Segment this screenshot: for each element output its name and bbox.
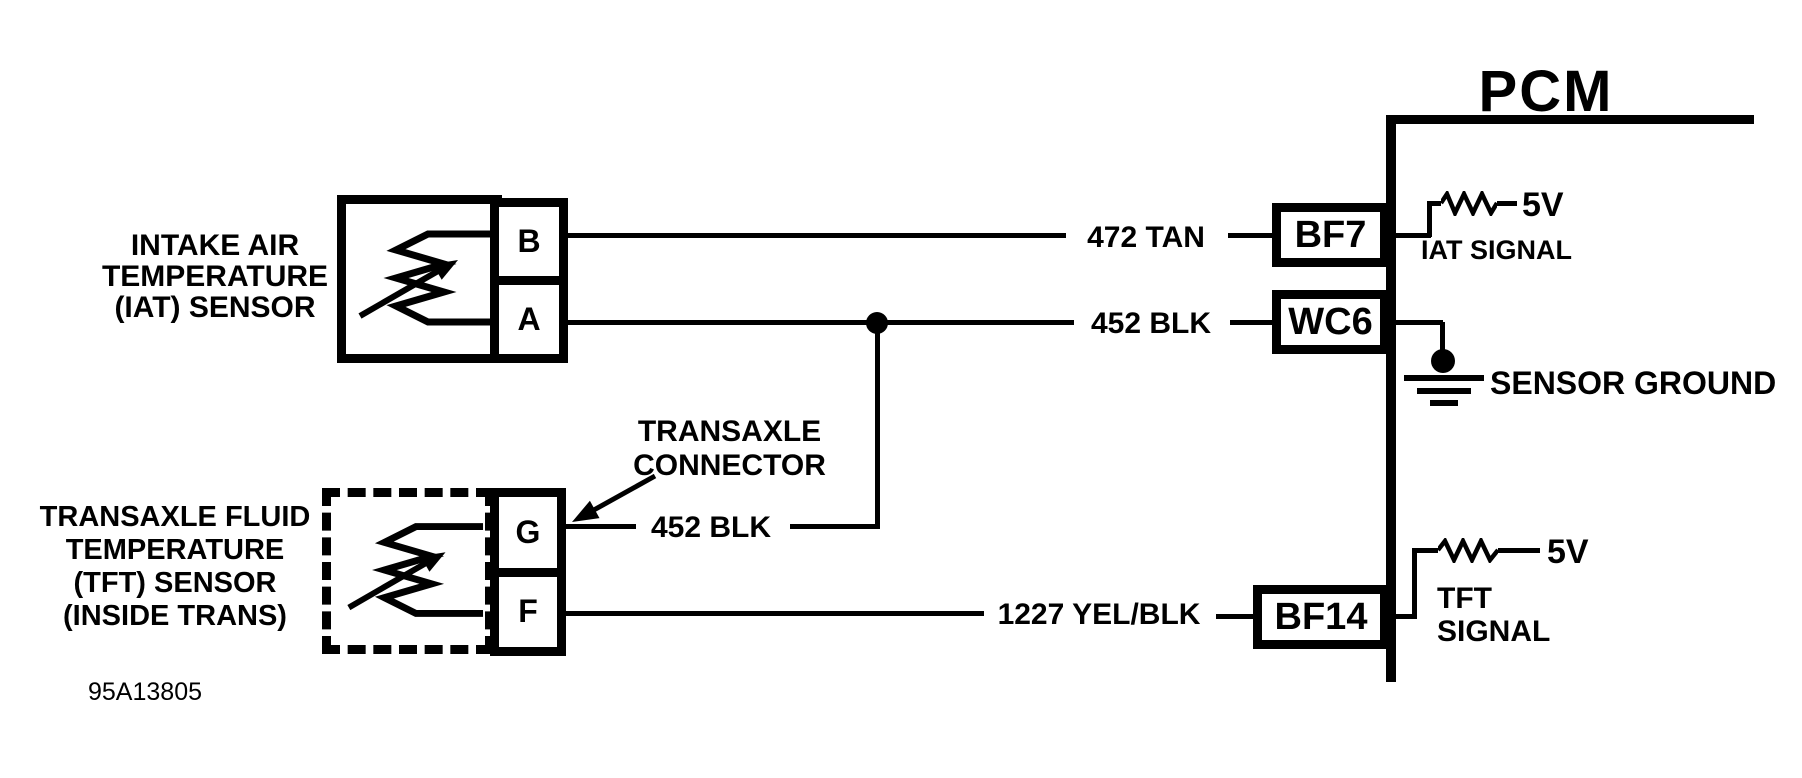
- transaxle-connector-label: TRANSAXLE CONNECTOR: [612, 415, 847, 483]
- wire-bf7-out: [1389, 233, 1431, 238]
- pin-divider: [499, 276, 559, 285]
- tft-sensor-label-line4: (INSIDE TRANS): [63, 600, 287, 632]
- wire-bf7-riser: [1427, 201, 1432, 237]
- iat-sensor-label-line2: TEMPERATURE: [101, 260, 329, 293]
- wire-label-472-tan: 472 TAN: [1087, 221, 1205, 254]
- iat-sensor-label-line1: INTAKE AIR: [130, 229, 300, 262]
- wire-resistor-top-lead-right: [1497, 201, 1517, 206]
- iat-pin-a: A: [499, 285, 559, 354]
- thermistor-icon: [358, 230, 496, 326]
- wire-label-1227-yel-blk: 1227 YEL/BLK: [997, 598, 1201, 631]
- pcm-pin-label: BF14: [1274, 595, 1368, 638]
- figure-id: 95A13805: [88, 678, 203, 706]
- wire-resistor-bottom-lead-right: [1498, 548, 1540, 553]
- wire-iat-a-to-label: [566, 320, 1074, 325]
- label-tft-signal-line1: TFT: [1437, 582, 1492, 615]
- callout-arrow-icon: [572, 473, 657, 522]
- wire-bf14-riser: [1412, 548, 1417, 619]
- pin-label: A: [517, 301, 541, 337]
- wire-resistor-top-lead-left: [1427, 201, 1441, 206]
- wire-label-452-blk-branch: 452 BLK: [650, 511, 772, 544]
- resistor-icon: [1441, 191, 1497, 216]
- wire-bf14-out: [1389, 614, 1417, 619]
- wire-branch-riser: [875, 325, 880, 529]
- wire-f-to-label: [564, 611, 984, 616]
- resistor-icon: [1438, 538, 1498, 563]
- label-iat-signal: IAT SIGNAL: [1421, 235, 1572, 265]
- wire-wc6-out: [1389, 320, 1443, 325]
- iat-pin-column: B A: [490, 198, 568, 363]
- tft-pin-f: F: [499, 577, 557, 648]
- wire-g-to-label: [564, 524, 636, 529]
- tft-sensor-label-line3: (TFT) SENSOR: [73, 567, 277, 599]
- label-sensor-ground: SENSOR GROUND: [1490, 365, 1777, 401]
- wire-label-452-blk: 452 BLK: [1090, 307, 1212, 340]
- pcm-pin-label: BF7: [1294, 213, 1367, 256]
- ground-bar-2: [1417, 388, 1471, 394]
- ground-junction-dot: [1431, 349, 1455, 373]
- wire-resistor-bottom-lead-left: [1412, 548, 1438, 553]
- transaxle-connector-line1: TRANSAXLE: [637, 415, 822, 448]
- tft-sensor-dashed-box: [322, 488, 494, 654]
- iat-pin-b: B: [499, 207, 559, 276]
- pin-divider: [499, 567, 557, 577]
- wire-label-to-bf7: [1228, 233, 1274, 238]
- thermistor-icon: [347, 523, 484, 617]
- wire-ground-drop: [1440, 322, 1445, 352]
- pcm-pin-bf14: BF14: [1253, 585, 1389, 649]
- pcm-vertical-line: [1386, 115, 1396, 682]
- pin-label: G: [515, 513, 541, 550]
- wire-label-to-wc6: [1230, 320, 1272, 325]
- pcm-pin-bf7: BF7: [1272, 203, 1389, 267]
- label-tft-signal-line2: SIGNAL: [1437, 615, 1551, 648]
- ground-bar-1: [1404, 375, 1484, 381]
- pin-label: B: [517, 223, 541, 259]
- tft-pin-column: G F: [490, 488, 566, 656]
- tft-sensor-label-line1: TRANSAXLE FLUID: [39, 501, 311, 533]
- tft-pin-g: G: [499, 497, 557, 568]
- label-5v-top: 5V: [1522, 186, 1564, 224]
- iat-sensor-label: INTAKE AIR TEMPERATURE (IAT) SENSOR: [90, 230, 340, 323]
- transaxle-connector-line2: CONNECTOR: [633, 449, 826, 482]
- pcm-title: PCM: [1478, 59, 1614, 124]
- wire-iat-b-to-label: [566, 233, 1066, 238]
- pcm-pin-label: WC6: [1288, 300, 1373, 343]
- tft-sensor-label: TRANSAXLE FLUID TEMPERATURE (TFT) SENSOR…: [30, 501, 320, 633]
- tft-sensor-label-line2: TEMPERATURE: [65, 534, 285, 566]
- label-tft-signal: TFT SIGNAL: [1437, 582, 1550, 648]
- wire-label-to-bf14: [1216, 614, 1254, 619]
- pcm-pin-wc6: WC6: [1272, 290, 1389, 354]
- pcm-top-line: [1386, 115, 1754, 124]
- ground-bar-3: [1430, 400, 1458, 406]
- wire-branch-to-label: [790, 524, 880, 529]
- junction-dot: [866, 312, 888, 334]
- label-5v-bottom: 5V: [1547, 533, 1589, 571]
- iat-sensor-label-line3: (IAT) SENSOR: [114, 291, 316, 324]
- pin-label: F: [518, 593, 538, 630]
